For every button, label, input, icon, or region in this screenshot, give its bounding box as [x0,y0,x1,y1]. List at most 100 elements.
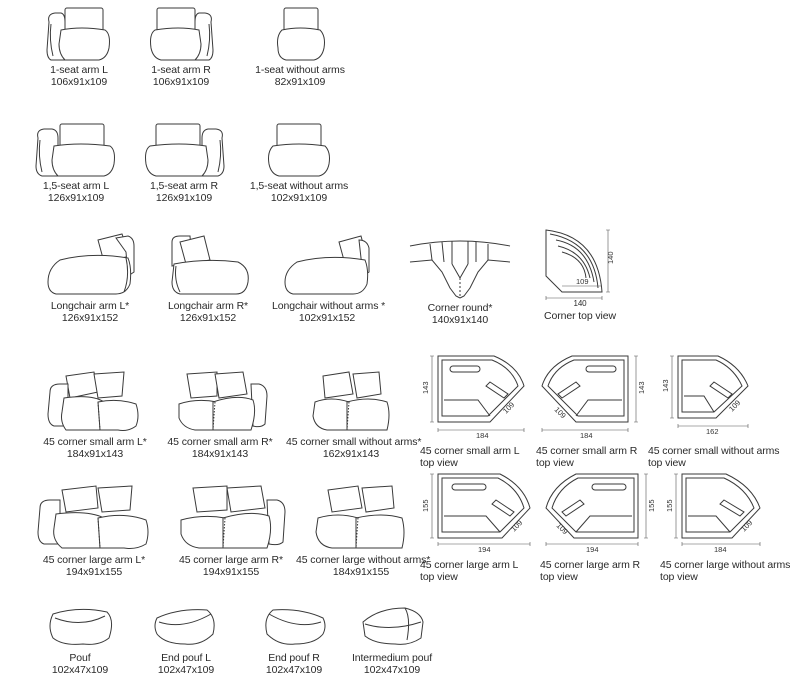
module-size: 184x91x155 [332,566,390,578]
module-45-corner-large-arm-l: 45 corner large arm L* 194x91x155 [30,482,158,578]
top-view-sub: top view [420,457,458,469]
module-name: 1-seat arm L [50,64,108,76]
dim-h: 155 [421,499,430,512]
module-size: 126x91x109 [155,192,213,204]
15-seat-arm-r-drawing [145,123,225,177]
dim-h: 143 [637,381,646,394]
module-corner-round: Corner round* 140x91x140 [404,238,516,326]
45-corner-small-arm-l-top-view: 143 184 109 45 corner small arm L top vi… [420,352,532,469]
module-name: 1,5-seat arm L [42,180,110,192]
top-view-name: 45 corner small arm L [420,445,520,457]
top-view-sub: top view [420,571,458,583]
module-name: 45 corner small arm L* [43,436,147,448]
intermedium-pouf-drawing [362,607,424,645]
module-size: 126x91x109 [47,192,105,204]
module-name: Longchair arm R* [167,300,249,312]
45-corner-large-without-arms-top-view: 155 184 109 45 corner large without arms… [660,470,791,583]
module-size: 106x91x109 [50,76,108,88]
module-name: Corner round* [427,302,493,314]
module-size: 102x47x109 [51,664,109,676]
module-name: End pouf L [161,652,211,664]
dim-height-label: 140 [606,251,615,264]
module-45-corner-small-arm-l: 45 corner small arm L* 184x91x143 [40,368,150,460]
module-size: 126x91x152 [179,312,237,324]
dim-w: 162 [706,427,719,436]
module-size: 106x91x109 [152,76,210,88]
module-45-corner-large-without-arms: 45 corner large without arms* 184x91x155 [296,482,430,578]
45-corner-large-without-arms-top-drawing: 155 184 109 [665,473,761,554]
module-size: 140x91x140 [431,314,489,326]
corner-top-view-drawing: 140 109 [545,229,615,300]
module-name: Pouf [69,652,91,664]
module-size: 194x91x155 [65,566,123,578]
module-name: Intermedium pouf [351,652,433,664]
45-corner-small-arm-l-drawing [47,371,139,431]
45-corner-large-arm-r-drawing [180,485,286,549]
module-size: 102x47x109 [265,664,323,676]
dim-w: 184 [714,545,727,554]
module-longchair-without-arms: Longchair without arms * 102x91x152 [272,232,385,324]
top-view-name: 45 corner small without arms [648,445,780,457]
45-corner-large-arm-r-top-view: 155 194 109 45 corner large arm R top vi… [540,470,660,583]
45-corner-small-arm-r-drawing [178,371,268,431]
corner-top-view: 140 109 140 Corner top view [540,226,620,322]
module-1-seat-arm-l: 1-seat arm L 106x91x109 [38,4,120,88]
dim-h: 143 [421,381,430,394]
dim-w: 184 [580,431,593,440]
module-name: 1-seat arm R [151,64,211,76]
module-size: 184x91x143 [66,448,124,460]
module-intermedium-pouf: Intermedium pouf 102x47x109 [350,604,434,676]
module-name: 45 corner large arm R* [178,554,283,566]
corner-round-drawing [409,240,511,299]
longchair-without-arms-drawing [284,235,370,295]
module-name: Corner top view [543,310,617,322]
1-seat-arm-r-drawing [150,7,214,61]
module-size: 184x91x143 [191,448,249,460]
15-seat-without-arms-drawing [268,123,330,177]
45-corner-small-arm-r-top-drawing: 143 184 109 [541,355,646,440]
module-end-pouf-r: End pouf R 102x47x109 [254,604,334,676]
top-view-sub: top view [660,571,698,583]
module-longchair-arm-l: Longchair arm L* 126x91x152 [40,232,140,324]
module-size: 102x47x109 [363,664,421,676]
module-15-seat-arm-l: 1,5-seat arm L 126x91x109 [28,120,124,204]
module-name: 45 corner small without arms* [286,436,422,448]
45-corner-small-without-arms-drawing [312,371,390,431]
module-longchair-arm-r: Longchair arm R* 126x91x152 [158,232,258,324]
dim-w: 184 [476,431,489,440]
15-seat-arm-l-drawing [35,123,115,177]
dim-inner-label: 109 [576,277,589,286]
module-size: 102x91x152 [298,312,356,324]
module-size: 102x47x109 [157,664,215,676]
45-corner-small-without-arms-top-view: 143 162 109 45 corner small without arms… [648,352,780,469]
module-end-pouf-l: End pouf L 102x47x109 [146,604,226,676]
45-corner-small-without-arms-top-drawing: 143 162 109 [661,355,749,436]
module-name: 45 corner small arm R* [167,436,273,448]
top-view-sub: top view [536,457,574,469]
pouf-drawing [49,608,113,645]
module-name: End pouf R [268,652,320,664]
top-view-name: 45 corner large without arms [660,559,791,571]
longchair-arm-r-drawing [171,235,249,295]
end-pouf-l-drawing [154,609,215,645]
module-1-seat-without-arms: 1-seat without arms 82x91x109 [250,4,350,88]
dim-width-label: 140 [573,299,587,308]
dim-h: 143 [661,379,670,392]
45-corner-large-arm-l-top-drawing: 155 194 109 [421,473,531,554]
longchair-arm-l-drawing [47,233,135,295]
45-corner-large-arm-l-top-view: 155 194 109 45 corner large arm L top vi… [420,470,540,583]
top-view-name: 45 corner small arm R [536,445,638,457]
module-1-seat-arm-r: 1-seat arm R 106x91x109 [140,4,222,88]
1-seat-arm-l-drawing [46,7,110,61]
dim-h: 155 [665,499,674,512]
module-size: 194x91x155 [202,566,260,578]
module-size: 82x91x109 [274,76,326,88]
1-seat-without-arms-drawing [277,7,325,61]
top-view-sub: top view [648,457,686,469]
45-corner-large-arm-l-drawing [37,485,149,549]
45-corner-small-arm-r-top-view: 143 184 109 45 corner small arm R top vi… [536,352,648,469]
45-corner-small-arm-l-top-drawing: 143 184 109 [421,355,525,440]
module-name: Longchair arm L* [50,300,130,312]
module-15-seat-arm-r: 1,5-seat arm R 126x91x109 [136,120,232,204]
module-15-seat-without-arms: 1,5-seat without arms 102x91x109 [244,120,354,204]
